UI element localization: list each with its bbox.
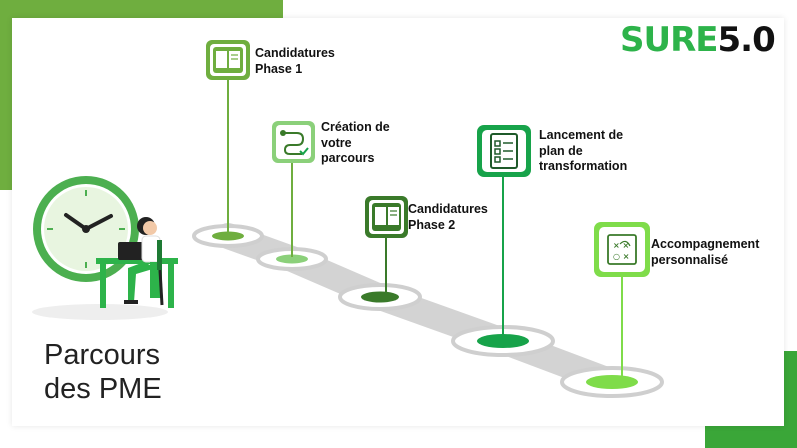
checklist-icon: [477, 125, 531, 177]
book-icon: [365, 196, 408, 238]
step-3-label-line-2: Phase 2: [408, 217, 456, 232]
step-3-label: Candidatures Phase 2: [408, 202, 488, 233]
step-2-label-line-2: votre: [321, 135, 352, 150]
step-2-label-line-3: parcours: [321, 151, 375, 165]
person-at-desk-illustration: [32, 217, 178, 320]
stop-1-marker: [192, 80, 264, 248]
logo-sure-text: SURE: [620, 20, 719, 60]
logo-version-text: 5.0: [717, 20, 776, 60]
step-2-label-line-1: Création de: [321, 120, 390, 134]
svg-text:○ ×: ○ ×: [613, 252, 629, 261]
step-1-label-line-1: Candidatures: [255, 46, 335, 60]
step-4-label-line-2: plan de: [539, 143, 583, 158]
page-title: Parcours des PME: [44, 338, 162, 406]
stop-4-marker: [451, 176, 555, 357]
step-5-label: Accompagnement personnalisé: [651, 237, 759, 268]
step-2-label: Création de votre parcours: [321, 120, 390, 167]
stop-5-marker: [560, 276, 664, 398]
step-3-label-line-1: Candidatures: [408, 202, 488, 216]
step-5-label-line-2: personnalisé: [651, 252, 729, 267]
step-1-label: Candidatures Phase 1: [255, 46, 335, 77]
svg-text:× ×: × ×: [613, 241, 629, 250]
page-title-line-1: Parcours: [44, 339, 161, 371]
book-icon: [206, 40, 250, 80]
stop-3-marker: [338, 238, 422, 311]
page-title-line-2: des PME: [44, 373, 162, 405]
stop-2-marker: [256, 162, 328, 271]
step-4-label: Lancement de plan de transformation: [539, 128, 627, 175]
step-5-label-line-1: Accompagnement: [651, 237, 760, 251]
step-1-label-line-2: Phase 1: [255, 61, 303, 76]
step-4-label-line-3: transformation: [539, 159, 628, 173]
strategy-board-icon: × × ○ ×: [594, 222, 650, 277]
clock-icon: [33, 176, 139, 282]
route-icon: [272, 121, 315, 163]
step-4-label-line-1: Lancement de: [539, 128, 624, 142]
